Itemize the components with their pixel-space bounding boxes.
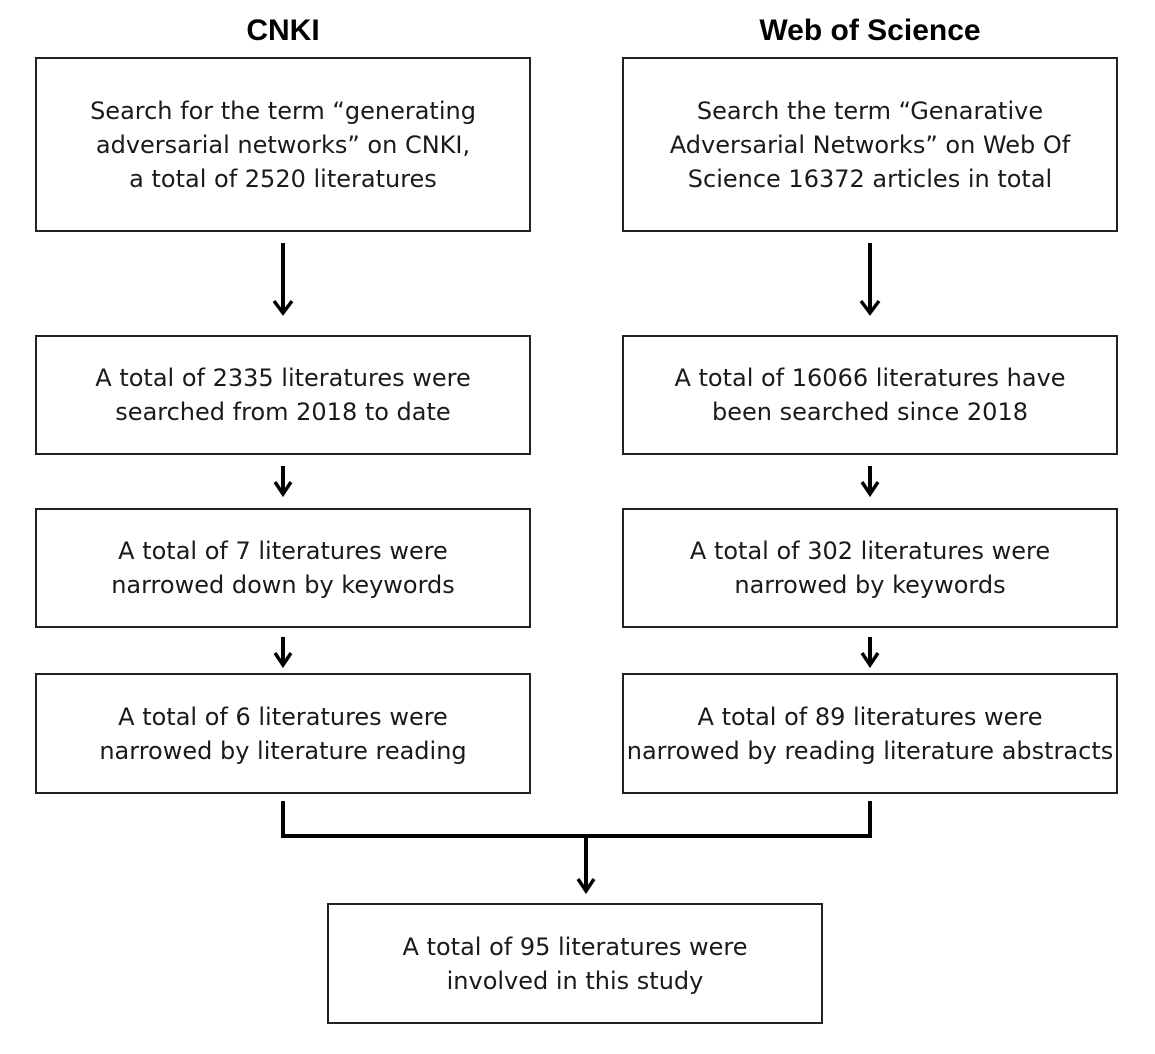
wos-abstract-filter-box: A total of 89 literatures were narrowed … <box>622 673 1118 794</box>
arrow-down-icon <box>272 299 294 316</box>
merge-connector <box>281 801 872 838</box>
arrow-down-icon <box>273 481 293 498</box>
arrow-down-icon <box>860 481 880 498</box>
cnki-reading-filter-box: A total of 6 literatures were narrowed b… <box>35 673 531 794</box>
box-line: A total of 16066 literatures have <box>674 364 1066 392</box>
box-line: A total of 95 literatures were <box>402 932 748 961</box>
arrow-down-icon <box>576 878 596 895</box>
box-line: Adversarial Networks” on Web Of <box>669 130 1071 159</box>
box-line: been searched since 2018 <box>711 398 1028 426</box>
box-line: narrowed down by keywords <box>111 571 455 599</box>
box-line: a total of 2520 literatures <box>129 164 437 193</box>
cnki-search-box: Search for the term “generating adversar… <box>35 57 531 232</box>
cnki-column-title: CNKI <box>246 14 320 47</box>
box-line: Science 16372 articles in total <box>687 164 1053 193</box>
box-line: narrowed by reading literature abstracts <box>626 736 1114 765</box>
arrow-down-icon <box>860 652 880 669</box>
box-line: adversarial networks” on CNKI, <box>95 130 471 159</box>
cnki-keyword-filter-box: A total of 7 literatures were narrowed d… <box>35 508 531 628</box>
arrow-down-icon <box>273 652 293 669</box>
box-line: A total of 2335 literatures were <box>95 364 471 392</box>
wos-keyword-filter-box: A total of 302 literatures were narrowed… <box>622 508 1118 628</box>
arrow-down-icon <box>859 299 881 316</box>
box-line: A total of 302 literatures were <box>689 537 1051 565</box>
box-line: involved in this study <box>446 966 704 995</box>
box-line: Search the term “Genarative <box>696 96 1044 125</box>
box-line: A total of 89 literatures were <box>697 702 1043 731</box>
box-line: A total of 6 literatures were <box>118 702 448 731</box>
box-line: Search for the term “generating <box>90 96 476 125</box>
box-line: A total of 7 literatures were <box>118 537 448 565</box>
box-line: searched from 2018 to date <box>115 398 451 426</box>
wos-date-filter-box: A total of 16066 literatures have been s… <box>622 335 1118 455</box>
wos-column-title: Web of Science <box>759 14 981 47</box>
box-line: narrowed by literature reading <box>99 736 467 765</box>
cnki-date-filter-box: A total of 2335 literatures were searche… <box>35 335 531 455</box>
wos-search-box: Search the term “Genarative Adversarial … <box>622 57 1118 232</box>
final-result-box: A total of 95 literatures were involved … <box>327 903 823 1024</box>
box-line: narrowed by keywords <box>734 571 1006 599</box>
